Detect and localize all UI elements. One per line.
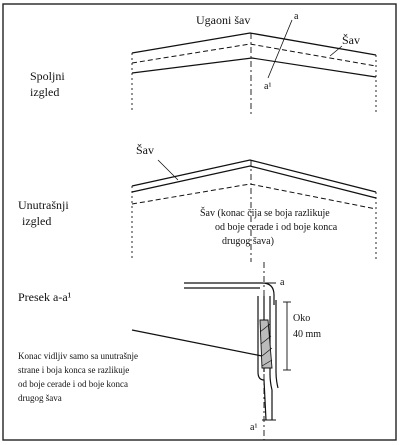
inner-roof-line-stitch xyxy=(131,183,377,210)
title-corner-seam: Ugaoni šav xyxy=(196,13,251,27)
hatch-3 xyxy=(261,347,273,357)
note-bottom-3: od boje cerade i od boje konca xyxy=(18,379,128,389)
note-bottom-1: Konac vidljiv samo sa unutrašnje xyxy=(18,351,138,361)
roof-line-inner xyxy=(131,57,377,78)
note-mid-3: drugog šava) xyxy=(222,236,274,247)
hatch-2 xyxy=(260,335,272,345)
roof-line-stitch xyxy=(131,43,377,67)
label-seam-top: Šav xyxy=(342,33,360,47)
label-a1-top: a¹ xyxy=(264,81,272,92)
leader-sav-mid xyxy=(157,159,179,181)
note-bottom-2: strane i boja konca se razlikuje xyxy=(18,365,130,375)
hatch-1 xyxy=(259,323,271,333)
note-bottom-4: drugog šava xyxy=(18,393,62,403)
label-seam-mid: Šav xyxy=(136,143,154,157)
fold-layer-3 xyxy=(269,296,273,420)
hatch-4 xyxy=(261,359,273,367)
label-section-a: a xyxy=(280,277,285,288)
leader-a xyxy=(267,19,293,79)
label-dim-1: Oko xyxy=(293,313,311,324)
label-external-2: izgled xyxy=(30,85,60,99)
label-internal-1: Unutrašnji xyxy=(18,198,69,212)
fold-layer-4 xyxy=(275,300,279,389)
hatched-seam xyxy=(259,319,273,369)
inner-roof-line-2 xyxy=(131,165,377,199)
inner-roof-line-1 xyxy=(131,159,377,193)
label-section: Presek a-a¹ xyxy=(18,290,72,304)
label-external-1: Spoljni xyxy=(30,69,65,83)
slope-fabric xyxy=(131,329,263,357)
fold-layer-1 xyxy=(257,296,267,421)
label-dim-2: 40 mm xyxy=(293,329,322,340)
label-section-a1: a¹ xyxy=(250,422,258,433)
label-a-top: a xyxy=(294,11,299,22)
leader-sav-top xyxy=(329,45,343,57)
section-drawing xyxy=(131,262,291,440)
note-mid-2: od boje cerade i od boje konca xyxy=(215,222,338,233)
note-mid-1: Šav (konac čija se boja razlikuje xyxy=(200,208,330,219)
diagram-border xyxy=(2,3,397,441)
external-view-drawing xyxy=(131,19,377,115)
roof-line-outer xyxy=(131,32,377,56)
label-internal-2: izgled xyxy=(22,214,52,228)
internal-view-drawing xyxy=(131,159,377,262)
